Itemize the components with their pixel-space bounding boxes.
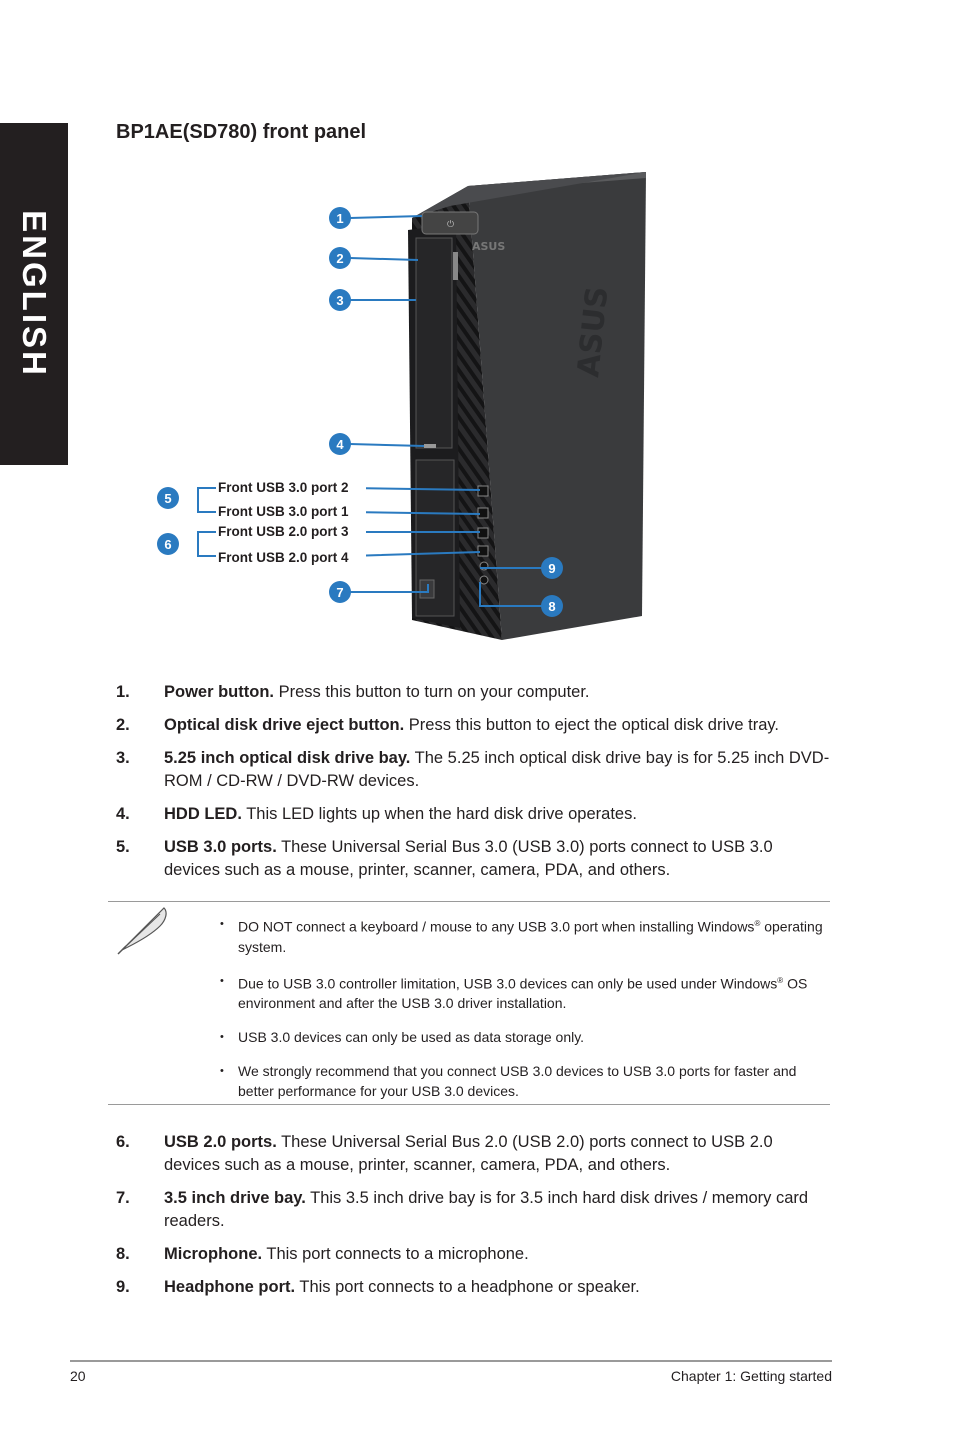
callout-7: 7 — [329, 581, 351, 603]
list-item: 6.USB 2.0 ports. These Universal Serial … — [116, 1133, 773, 1174]
power-button — [421, 211, 479, 235]
microphone-jack — [479, 575, 489, 585]
port-label-usb2-3: Front USB 2.0 port 3 — [218, 524, 349, 539]
svg-text:4: 4 — [336, 437, 344, 452]
svg-text:2: 2 — [336, 251, 343, 266]
usb-port — [477, 545, 489, 557]
svg-text:1: 1 — [336, 211, 343, 226]
list-item: 4.HDD LED. This LED lights up when the h… — [116, 805, 637, 823]
svg-text:8: 8 — [548, 599, 555, 614]
note-bullet: •USB 3.0 devices can only be used as dat… — [220, 1029, 585, 1046]
callout-1: 1 — [329, 207, 351, 229]
callout-6: 6 — [157, 533, 179, 555]
feather-pen-icon — [117, 907, 167, 955]
callout-3: 3 — [329, 289, 351, 311]
port-label-usb3-1: Front USB 3.0 port 1 — [218, 504, 349, 519]
svg-text:⏻: ⏻ — [447, 219, 454, 230]
chapter-title: Chapter 1: Getting started — [670, 1368, 832, 1384]
callout-8: 8 — [541, 595, 563, 617]
brand-logo: ASUS — [472, 240, 505, 253]
note-bullet: •DO NOT connect a keyboard / mouse to an… — [220, 918, 823, 955]
callout-9: 9 — [541, 557, 563, 579]
list-item: 8.Microphone. This port connects to a mi… — [116, 1245, 529, 1263]
list-item: 2.Optical disk drive eject button. Press… — [116, 716, 780, 734]
svg-text:6: 6 — [164, 537, 171, 552]
list-item: 5.USB 3.0 ports. These Universal Serial … — [116, 838, 773, 879]
usb-port — [477, 485, 489, 497]
list-item: 9.Headphone port. This port connects to … — [116, 1278, 640, 1296]
svg-text:5: 5 — [164, 491, 171, 506]
list-item: 3.5.25 inch optical disk drive bay. The … — [116, 749, 830, 790]
list-item: 1.Power button. Press this button to tur… — [116, 683, 590, 701]
front-panel-figure: ⏻ ASUS ASUS 1 2 3 4 5 6 7 8 9 Front USB … — [157, 172, 646, 640]
callout-4: 4 — [329, 433, 351, 455]
language-side-tab: ENGLISH — [0, 123, 68, 465]
svg-text:7: 7 — [336, 585, 343, 600]
feature-list-b: 6.USB 2.0 ports. These Universal Serial … — [116, 1131, 832, 1309]
callout-2: 2 — [329, 247, 351, 269]
note-bullet: •We strongly recommend that you connect … — [220, 1063, 797, 1100]
callout-5: 5 — [157, 487, 179, 509]
page-footer: 20 Chapter 1: Getting started — [70, 1360, 832, 1384]
note-box: •DO NOT connect a keyboard / mouse to an… — [108, 901, 830, 1105]
page-number: 20 — [70, 1368, 86, 1384]
list-item: 7.3.5 inch drive bay. This 3.5 inch driv… — [116, 1189, 809, 1230]
hdd-led — [424, 444, 436, 448]
port-label-usb3-2: Front USB 3.0 port 2 — [218, 480, 349, 495]
svg-text:9: 9 — [548, 561, 555, 576]
optical-drive-bay — [415, 237, 453, 449]
side-tab-label: ENGLISH — [16, 210, 53, 378]
case-side-panel — [468, 172, 646, 640]
note-bullet: •Due to USB 3.0 controller limitation, U… — [220, 974, 808, 1012]
svg-text:3: 3 — [336, 293, 343, 308]
feature-list-a: 1.Power button. Press this button to tur… — [116, 681, 832, 892]
eject-button — [453, 252, 458, 280]
port-label-usb2-4: Front USB 2.0 port 4 — [218, 550, 349, 565]
section-title: BP1AE(SD780) front panel — [116, 121, 367, 143]
